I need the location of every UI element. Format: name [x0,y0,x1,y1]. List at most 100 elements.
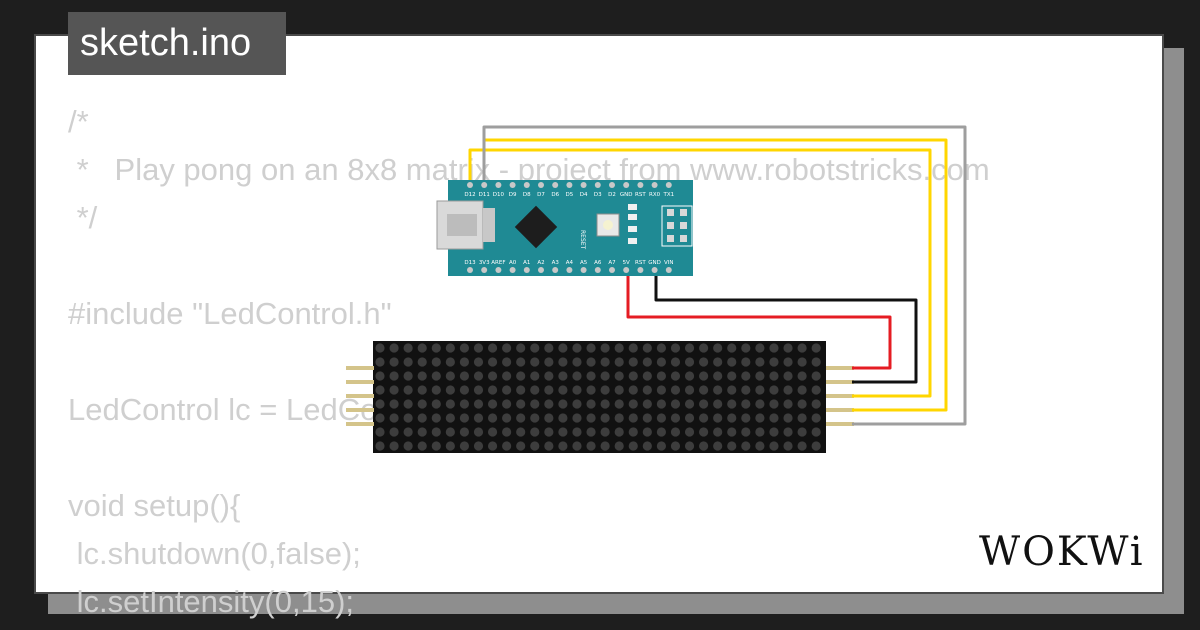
pin-pad[interactable] [637,182,644,188]
pin-label: RST [635,260,646,266]
pin-pad[interactable] [523,267,530,273]
led-dot [628,371,638,381]
led-dot [727,399,737,409]
code-line: lc.shutdown(0,false); [68,536,361,571]
pin-label: RX0 [649,192,661,198]
reset-button[interactable] [596,213,620,237]
pin-pad[interactable] [609,267,615,273]
led-dot [586,441,596,451]
pin-pad[interactable] [651,267,658,273]
led-dot [670,413,681,423]
led-dot [473,343,484,353]
led-dot [502,385,512,395]
led-dot [769,441,779,451]
pin-pad[interactable] [637,267,644,273]
led-dot [699,399,709,409]
led-dot [741,385,751,395]
pin-pad[interactable] [580,267,587,273]
led-dot [473,399,484,409]
pin-pad[interactable] [651,182,658,188]
led-dot [389,371,399,381]
pin-pad[interactable] [566,267,573,273]
led-dot [544,399,554,409]
led-dot [544,371,554,381]
led-dot [487,357,498,367]
pin-pad[interactable] [552,182,559,188]
led-dot [586,427,596,437]
led-dot [530,371,540,381]
led-dot [783,357,793,367]
led-dot [600,343,610,353]
pin-label: AREF [491,260,505,266]
status-leds [628,204,637,244]
pin-pad[interactable] [623,182,630,188]
pin-pad[interactable] [580,182,587,188]
pin-pad[interactable] [665,267,672,273]
pin-pad[interactable] [538,267,544,273]
pin-pad[interactable] [552,267,559,273]
pin-pad[interactable] [467,182,473,188]
led-dot [502,343,512,353]
led-dot [572,441,582,451]
code-line: #include "LedControl.h" [68,296,392,331]
pin-label: VIN [664,260,674,266]
pin-pad[interactable] [509,182,516,188]
led-dot [684,427,695,437]
led-dot [713,441,723,451]
led-dot [389,399,399,409]
pin-pad[interactable] [609,182,615,188]
pin-pad[interactable] [467,267,473,273]
pin-pad[interactable] [665,182,672,188]
wire-vcc[interactable] [626,262,892,370]
pin-pad[interactable] [509,267,516,273]
pin-label: 5V [623,260,630,266]
pin-pad[interactable] [481,182,488,188]
led-dot [642,357,652,367]
pin-pad[interactable] [523,182,530,188]
led-dot [797,343,807,353]
led-dot [516,399,526,409]
led-dot [558,371,568,381]
pin-label: A5 [580,260,588,266]
led-dot [375,427,385,437]
led-dot [614,343,624,353]
led-dot [783,385,793,395]
led-dot [699,413,709,423]
pin-pad[interactable] [623,267,630,273]
led-dot [572,413,582,423]
led-dot [403,427,413,437]
pin-pad[interactable] [538,182,544,188]
led-dot [544,413,554,423]
file-tab[interactable]: sketch.ino [68,12,286,75]
wire-din[interactable] [468,148,932,398]
code-editor[interactable]: /* * Play pong on an 8x8 matrix - projec… [68,98,990,626]
led-dot [713,385,723,395]
pin-pad[interactable] [566,182,573,188]
pin-label: A0 [509,260,517,266]
led-dot [670,371,681,381]
led-dot [670,357,681,367]
led-dot [530,399,540,409]
led-dot [811,357,821,367]
led-dot [600,441,610,451]
matrix-pin-header-right [826,366,854,426]
wire-gnd[interactable] [654,262,918,384]
led-dot [642,371,652,381]
led-dot [727,413,737,423]
pin-pad[interactable] [594,267,601,273]
led-dot [670,385,681,395]
reset-label: RESET [579,230,586,250]
led-dot [431,399,441,409]
led-matrix[interactable] [346,341,854,453]
pin-pad[interactable] [495,182,502,188]
pin-pad[interactable] [594,182,601,188]
pin-pad[interactable] [495,267,502,273]
led-dot [558,385,568,395]
svg-text:WOKWi: WOKWi [979,529,1145,575]
led-dot [656,413,667,423]
pin-pad[interactable] [481,267,488,273]
